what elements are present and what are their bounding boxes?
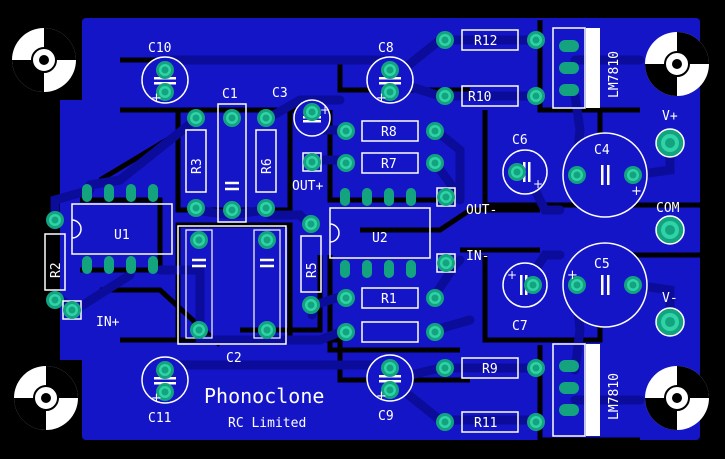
capacitor-c8: + <box>366 56 414 106</box>
polarity-mark: + <box>376 91 387 106</box>
label-c9: C9 <box>378 409 394 424</box>
capacitor-c10: + <box>141 56 189 106</box>
label-c8: C8 <box>378 41 394 56</box>
label-c2: C2 <box>226 351 242 366</box>
label-regulator-bottom: LM7810 <box>607 373 622 420</box>
label-out-minus: OUT- <box>466 203 497 218</box>
polarity-mark: + <box>320 103 330 117</box>
label-r7: R7 <box>381 157 397 172</box>
resistor-r8 <box>337 120 444 142</box>
label-c10: C10 <box>148 41 171 56</box>
resistor-r10 <box>436 85 545 107</box>
label-r5: R5 <box>305 262 320 278</box>
label-r2: R2 <box>49 262 64 278</box>
polarity-mark: + <box>631 184 642 199</box>
label-c7: C7 <box>512 319 528 334</box>
pad-out-minus <box>436 187 456 207</box>
label-com: COM <box>656 201 680 216</box>
label-c5: C5 <box>594 257 610 272</box>
capacitor-c11: + <box>141 356 189 406</box>
regulator-bottom <box>552 343 600 437</box>
label-c11: C11 <box>148 411 171 426</box>
terminal-v-plus <box>655 128 685 158</box>
mounting-hole-tr <box>645 32 709 96</box>
resistor-r4 <box>337 321 444 343</box>
polarity-mark: + <box>507 268 517 282</box>
label-r8: R8 <box>381 125 397 140</box>
label-c6: C6 <box>512 133 528 148</box>
label-v-minus: V- <box>662 291 678 306</box>
label-r9: R9 <box>482 362 498 377</box>
capacitor-c4: + <box>562 132 648 218</box>
label-c1: C1 <box>222 87 238 102</box>
mounting-hole-tl <box>12 28 76 92</box>
board-company: RC Limited <box>228 416 306 431</box>
label-out-plus: OUT+ <box>292 179 323 194</box>
mounting-hole-bl <box>14 366 78 430</box>
capacitor-c6: + <box>502 149 548 195</box>
board-title: Phonoclone <box>204 384 324 408</box>
resistor-r9 <box>436 357 545 379</box>
resistor-r1 <box>337 287 444 309</box>
capacitor-c3: + <box>293 99 331 137</box>
polarity-mark: + <box>567 268 578 283</box>
label-r11: R11 <box>474 416 497 431</box>
resistor-r6 <box>255 109 277 217</box>
resistor-r11 <box>436 411 545 433</box>
resistor-r5 <box>300 215 322 314</box>
label-r1: R1 <box>381 292 397 307</box>
opamp-u1 <box>71 184 173 274</box>
terminal-v-minus <box>655 307 685 337</box>
label-u2: U2 <box>372 231 388 246</box>
label-c3: C3 <box>272 86 288 101</box>
pad-in-minus <box>436 253 456 273</box>
label-v-plus: V+ <box>662 109 678 124</box>
label-r3: R3 <box>190 158 205 174</box>
pad-out-plus <box>302 152 322 172</box>
regulator-top <box>552 27 600 109</box>
label-regulator-top: LM7810 <box>607 51 622 98</box>
label-c4: C4 <box>594 143 610 158</box>
capacitor-c1 <box>217 103 247 223</box>
label-in-plus: IN+ <box>96 315 120 330</box>
pad-in-plus <box>62 300 82 320</box>
resistor-r2 <box>44 211 66 309</box>
label-u1: U1 <box>114 228 130 243</box>
capacitor-c7: + <box>502 262 548 308</box>
label-in-minus: IN- <box>466 249 489 264</box>
capacitor-c2 <box>177 225 287 345</box>
resistor-r12 <box>436 29 545 51</box>
resistor-r7 <box>337 152 444 174</box>
polarity-mark: + <box>533 177 543 191</box>
label-r10: R10 <box>468 90 491 105</box>
resistor-r3 <box>185 109 207 217</box>
label-r12: R12 <box>474 34 497 49</box>
polarity-mark: + <box>151 91 162 106</box>
capacitor-c5: + <box>562 242 648 328</box>
opamp-u2 <box>329 188 431 278</box>
mounting-hole-br <box>645 366 709 430</box>
polarity-mark: + <box>376 389 387 404</box>
terminal-com <box>655 215 685 245</box>
capacitor-c9: + <box>366 354 414 404</box>
label-r6: R6 <box>260 158 275 174</box>
polarity-mark: + <box>151 391 162 406</box>
